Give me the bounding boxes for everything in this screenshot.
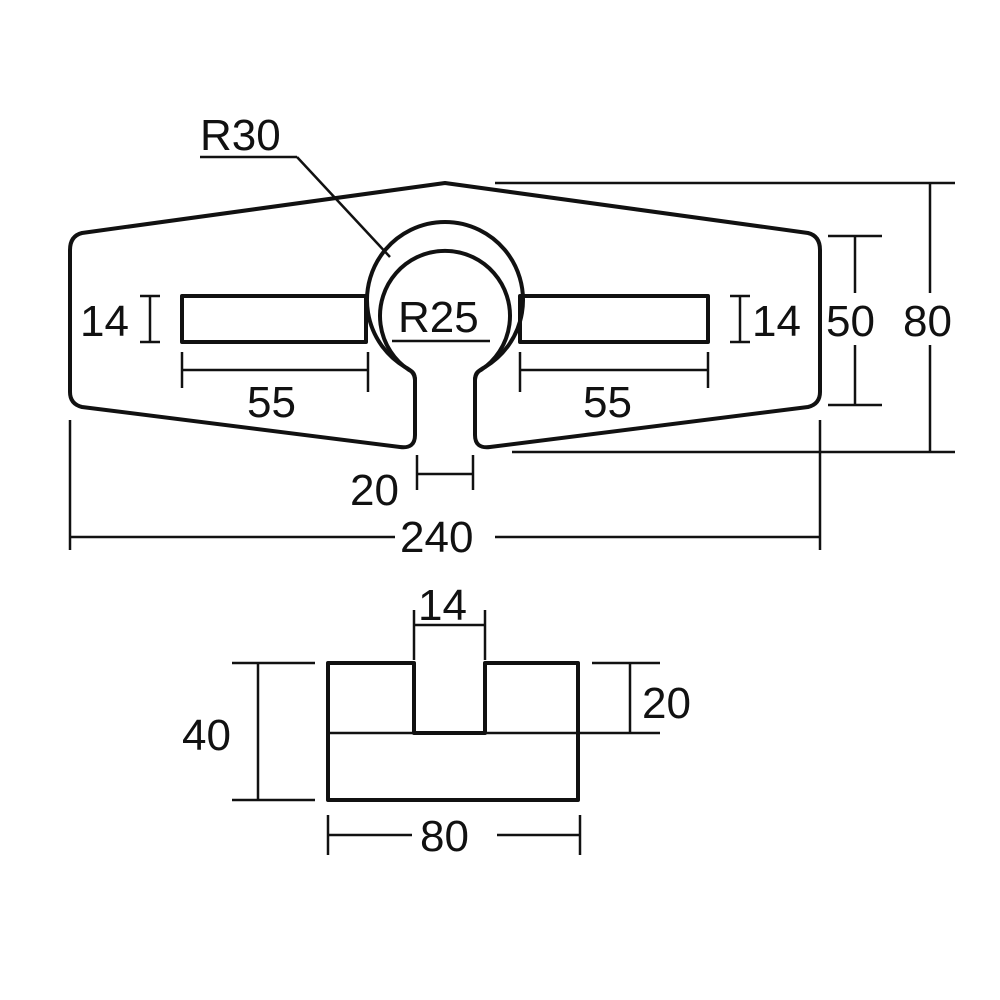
slot-height-left-label: 14	[80, 297, 129, 346]
r25-label: R25	[398, 293, 479, 342]
top-view-outline	[68, 181, 822, 450]
slot-length-right-label: 55	[583, 378, 632, 427]
width-label: 80	[420, 812, 469, 861]
r30-leader-diag	[296, 156, 391, 258]
side-height-label: 50	[826, 297, 875, 346]
right-slot	[518, 294, 710, 344]
gap-width-label: 20	[350, 466, 399, 515]
groove-width-label: 14	[418, 581, 467, 630]
groove-depth-label: 20	[642, 679, 691, 728]
left-slot	[180, 294, 368, 344]
height-label: 40	[182, 711, 231, 760]
slot-height-right-label: 14	[752, 297, 801, 346]
side-view-outline	[326, 661, 580, 802]
slot-length-left-label: 55	[247, 378, 296, 427]
inner-ring	[378, 248, 512, 381]
total-width-label: 240	[400, 513, 473, 562]
total-height-label: 80	[903, 297, 952, 346]
r30-label: R30	[200, 111, 281, 160]
